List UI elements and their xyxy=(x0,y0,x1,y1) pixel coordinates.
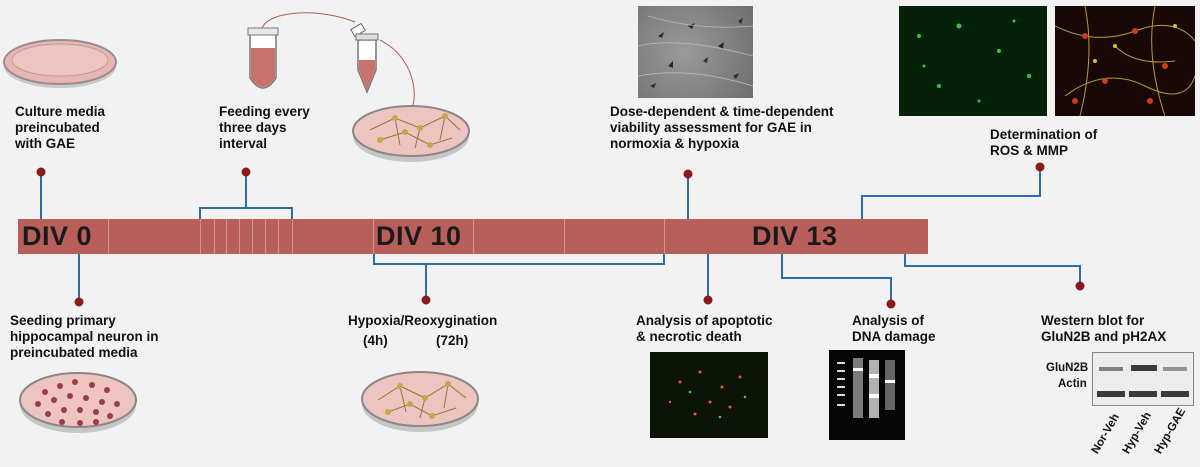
pin-ros xyxy=(1035,162,1045,172)
connector-dna xyxy=(781,254,892,304)
bar-divider xyxy=(200,219,201,254)
culture-media-label: Culture media preincubated with GAE xyxy=(15,104,106,151)
div0-label: DIV 0 xyxy=(22,221,93,251)
wb-row-gluN2B: GluN2B xyxy=(1046,362,1089,374)
pipette-tube-icon xyxy=(350,22,379,94)
bar-divider xyxy=(292,219,293,254)
seeding-label: Seeding primary hippocampal neuron in pr… xyxy=(10,313,159,360)
bar-divider xyxy=(252,219,253,254)
pin-dna xyxy=(886,299,896,309)
feeding-bracket xyxy=(199,207,293,219)
connector-western xyxy=(904,254,1081,286)
wb-row-actin: Actin xyxy=(1058,378,1087,390)
sem-micrograph xyxy=(638,6,753,98)
tube-icon xyxy=(247,27,279,89)
pipe-line xyxy=(261,12,356,29)
feeding-label: Feeding every three days interval xyxy=(219,104,310,151)
bar-divider xyxy=(564,219,565,254)
hypoxia-72h-label: (72h) xyxy=(436,333,469,348)
ros-fluorescence-image xyxy=(899,6,1047,116)
div13-label: DIV 13 xyxy=(752,221,838,251)
pin-hypoxia xyxy=(421,295,431,305)
seeded-dish-icon xyxy=(19,372,137,433)
timeline-bar xyxy=(18,219,928,254)
viability-label: Dose-dependent & time-dependent viabilit… xyxy=(610,104,834,151)
dna-damage-label: Analysis of DNA damage xyxy=(852,313,936,344)
pin-seeding xyxy=(74,297,84,307)
bar-divider xyxy=(265,219,266,254)
petri-dish-icon xyxy=(3,39,117,88)
hypoxia-label: Hypoxia/Reoxygination xyxy=(348,313,498,328)
apoptotic-label: Analysis of apoptotic & necrotic death xyxy=(636,313,773,344)
bar-divider xyxy=(226,219,227,254)
hypoxia-4h-label: (4h) xyxy=(363,333,388,348)
pin-western xyxy=(1075,281,1085,291)
pin-apoptotic xyxy=(703,295,713,305)
pin-culture xyxy=(36,167,46,177)
apoptosis-fluorescence-image xyxy=(650,352,768,438)
ros-mmp-label: Determination of ROS & MMP xyxy=(990,127,1098,158)
mmp-fluorescence-image xyxy=(1055,6,1195,116)
div10-label: DIV 10 xyxy=(376,221,462,251)
connector-ros xyxy=(861,167,1041,219)
bar-divider xyxy=(664,219,665,254)
hypoxia-dish-icon xyxy=(361,371,479,432)
bar-divider xyxy=(108,219,109,254)
pin-feeding xyxy=(241,167,251,177)
western-blot-label: Western blot for GluN2B and pH2AX xyxy=(1041,313,1167,344)
pin-viability xyxy=(683,169,693,179)
neuron-dish-icon xyxy=(352,105,470,162)
bar-divider xyxy=(473,219,474,254)
western-blot-image xyxy=(1092,352,1194,406)
bar-divider xyxy=(214,219,215,254)
bar-divider xyxy=(373,219,374,254)
dna-gel-image xyxy=(829,350,905,440)
hypoxia-bracket xyxy=(373,254,665,265)
bar-divider xyxy=(239,219,240,254)
bar-divider xyxy=(278,219,279,254)
